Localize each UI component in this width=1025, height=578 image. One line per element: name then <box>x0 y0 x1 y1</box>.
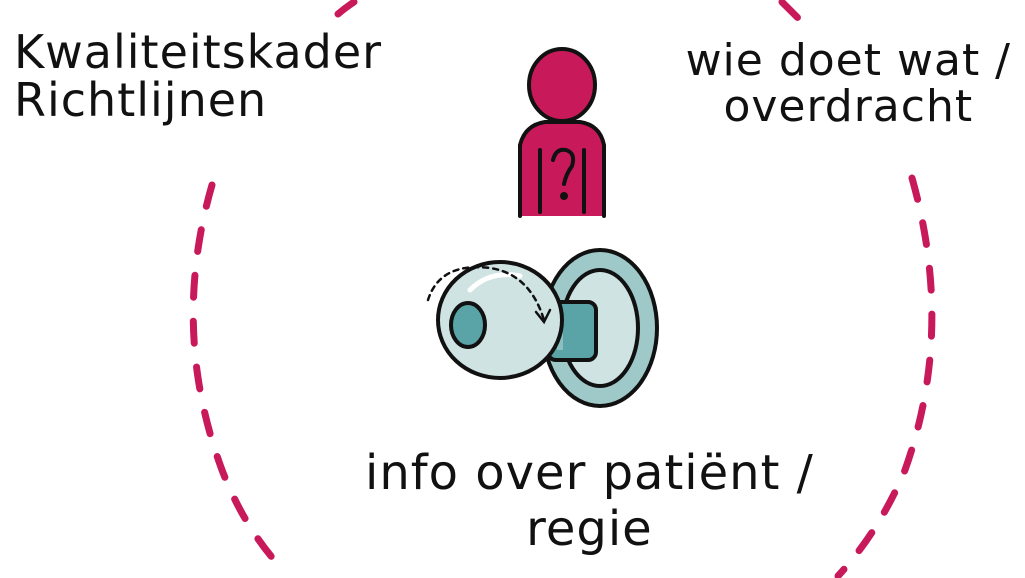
person-head <box>529 49 595 121</box>
dashed-circle-top-left <box>338 2 354 14</box>
label-top-right-line1: wie doet wat / <box>686 38 1011 84</box>
label-top-right: wie doet wat / overdracht <box>686 38 1011 130</box>
door-knob-icon <box>438 250 657 406</box>
question-mark-dot <box>562 194 566 198</box>
knob-face <box>451 303 485 347</box>
label-top-left: Kwaliteitskader Richtlijnen <box>14 28 382 125</box>
person-question-icon <box>520 49 604 216</box>
label-top-left-line1: Kwaliteitskader <box>14 28 382 76</box>
label-top-right-line2: overdracht <box>686 84 1011 130</box>
person-body <box>520 122 604 216</box>
label-bottom: info over patiënt / regie <box>365 448 814 555</box>
dashed-circle-left <box>193 185 285 572</box>
dashed-circle-right <box>838 178 932 576</box>
label-bottom-line1: info over patiënt / <box>365 448 814 498</box>
dashed-circle-top-right <box>782 2 800 20</box>
label-bottom-line2: regie <box>365 504 814 554</box>
label-top-left-line2: Richtlijnen <box>14 76 382 124</box>
